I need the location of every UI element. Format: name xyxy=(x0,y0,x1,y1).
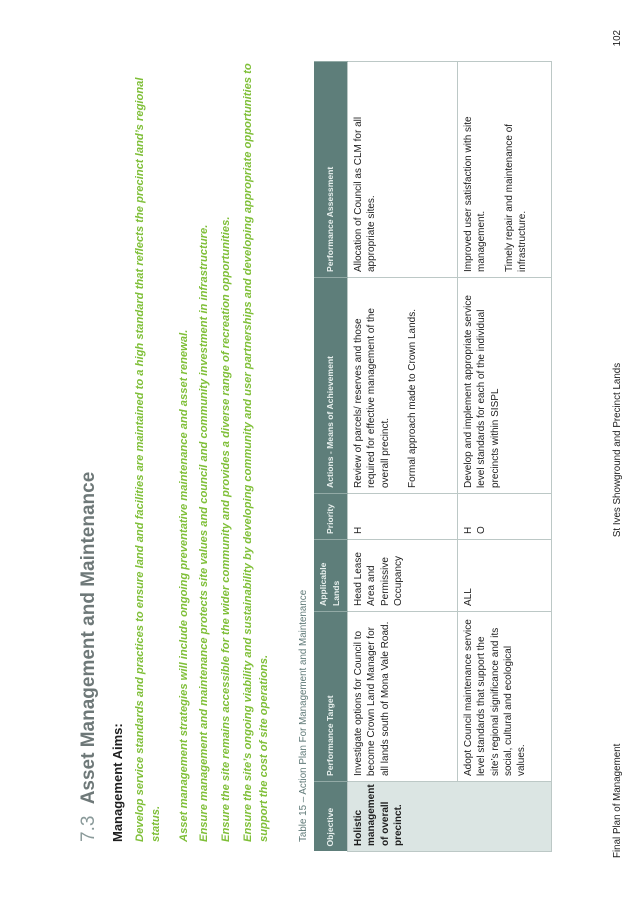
header-applicable-lands: Applicable Lands xyxy=(314,539,348,612)
priority-cell: H O xyxy=(457,493,552,540)
section-heading: 7.3 Asset Management and Maintenance xyxy=(78,472,100,842)
header-actions: Actions - Means of Achievement xyxy=(314,277,348,494)
table-caption: Table 15 – Action Plan For Management an… xyxy=(298,589,309,842)
management-aim: Ensure the site’s ongoing viability and … xyxy=(242,63,270,842)
priority-cell: H xyxy=(347,493,458,540)
section-title: Asset Management and Maintenance xyxy=(78,471,99,805)
assessment-cell: Improved user satisfaction with site man… xyxy=(457,61,552,278)
management-aim: Ensure the site remains accessible for t… xyxy=(220,216,232,842)
management-aim: Develop service standards and practices … xyxy=(134,77,162,842)
table-row: Holistic management of overall precinct.… xyxy=(347,61,552,852)
section-number: 7.3 xyxy=(78,815,99,842)
header-performance-assessment: Performance Assessment xyxy=(314,61,348,278)
action-text: Develop and implement appropriate servic… xyxy=(462,295,501,488)
objective-cell: Holistic management of overall precinct. xyxy=(347,781,552,852)
action-plan-table: Objective Performance Target Applicable … xyxy=(314,61,552,852)
actions-cell: Review of parcels/ reserves and those re… xyxy=(347,277,458,494)
actions-cell: Develop and implement appropriate servic… xyxy=(457,277,552,494)
assessment-text: Timely repair and maintenance of infrast… xyxy=(503,123,529,272)
header-performance-target: Performance Target xyxy=(314,611,348,782)
applicable-lands-cell: Head Lease Area and Permissive Occupancy xyxy=(347,539,458,612)
management-aims-label: Management Aims: xyxy=(110,723,125,842)
action-text: Review of parcels/ reserves and those re… xyxy=(352,308,391,488)
header-objective: Objective xyxy=(314,781,348,852)
applicable-lands-cell: ALL xyxy=(457,539,552,612)
management-aim: Ensure management and maintenance protec… xyxy=(198,224,210,842)
header-priority: Priority xyxy=(314,493,348,540)
management-aim: Asset management strategies will include… xyxy=(178,329,190,842)
footer-site-name: St Ives Showground and Precinct Lands xyxy=(612,362,623,538)
performance-target-cell: Adopt Council maintenance service level … xyxy=(457,611,552,782)
page-number: 102 xyxy=(612,30,623,47)
table-row: Adopt Council maintenance service level … xyxy=(457,61,552,852)
action-text: Formal approach made to Crown Lands. xyxy=(407,309,419,488)
table-header-row: Objective Performance Target Applicable … xyxy=(314,61,348,852)
assessment-text: Improved user satisfaction with site man… xyxy=(462,116,488,272)
assessment-text: Allocation of Council as CLM for all app… xyxy=(352,116,378,272)
assessment-cell: Allocation of Council as CLM for all app… xyxy=(347,61,458,278)
performance-target-cell: Investigate options for Council to becom… xyxy=(347,611,458,782)
